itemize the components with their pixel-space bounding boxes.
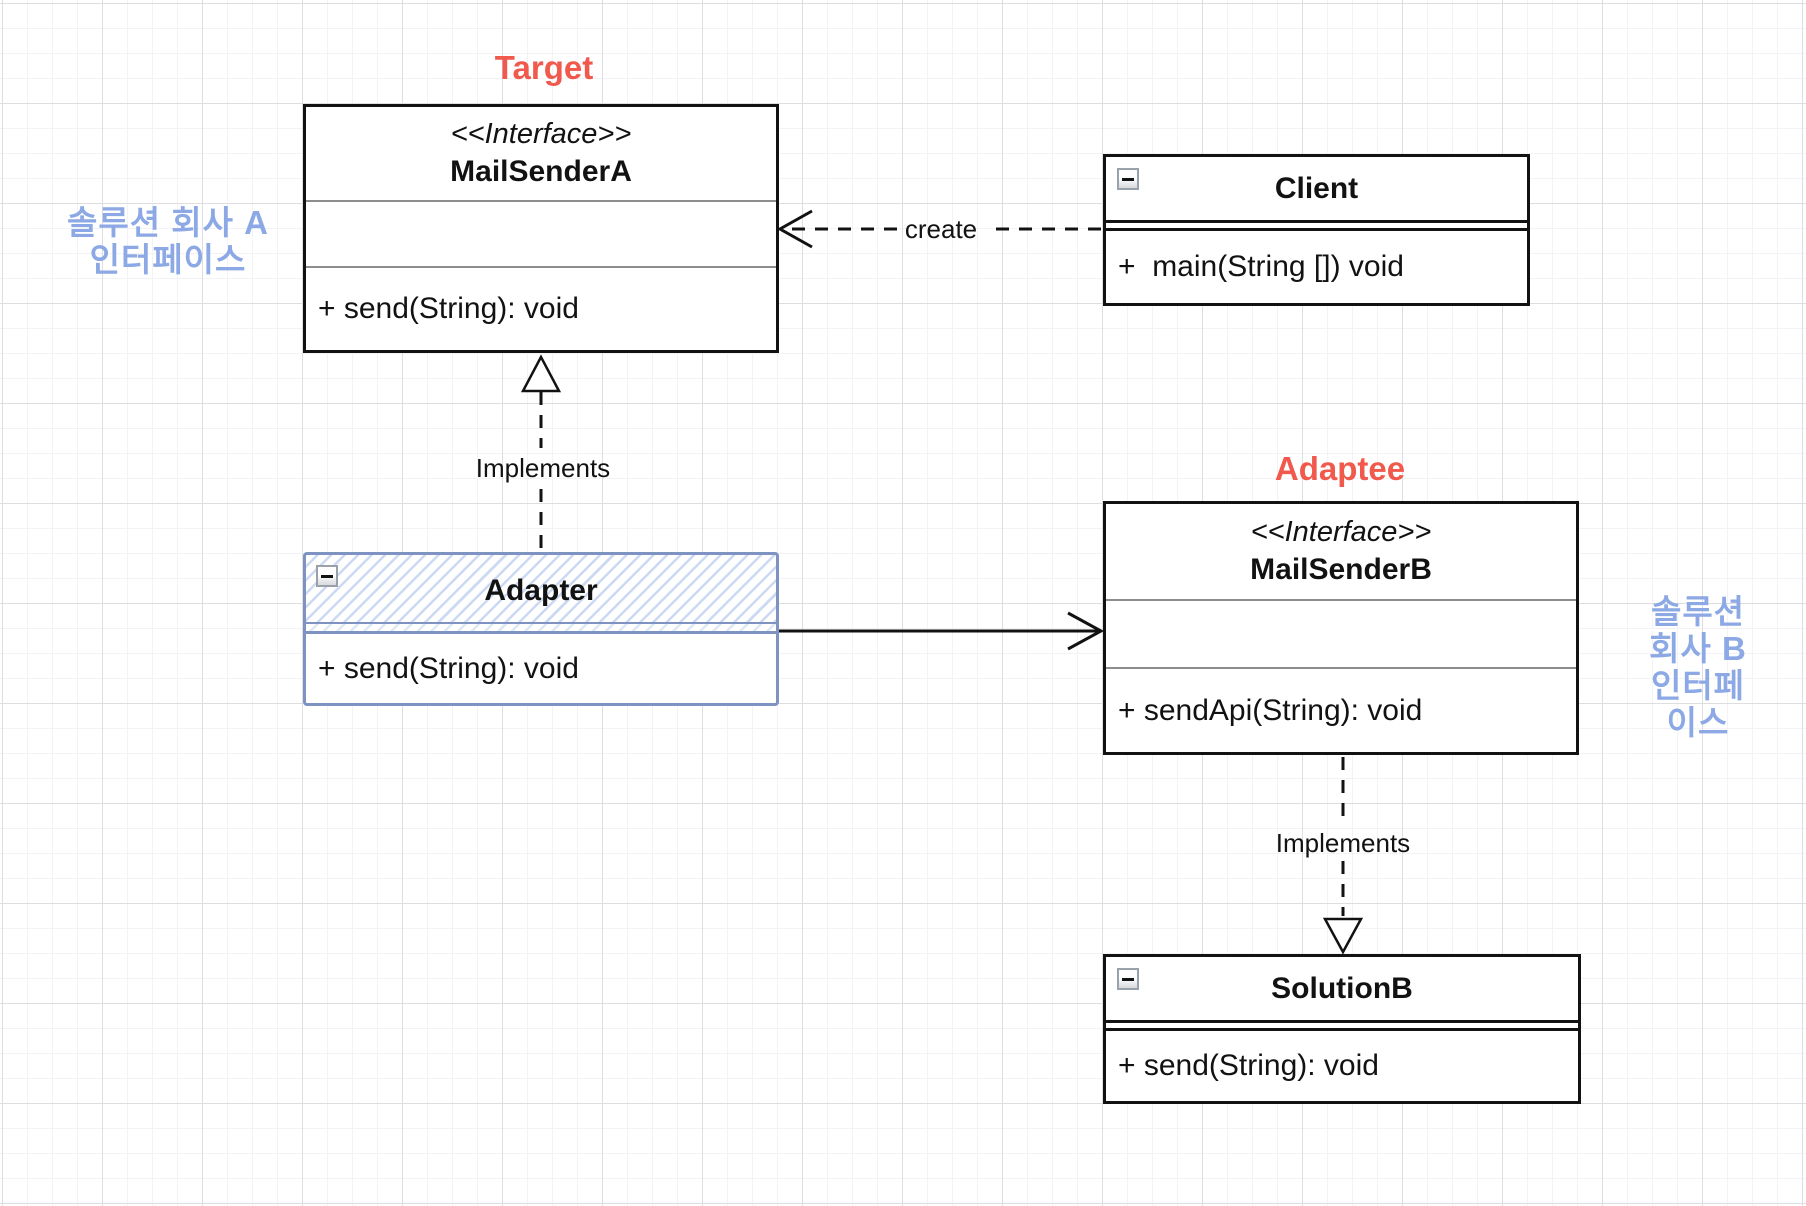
client-header: Client xyxy=(1106,157,1527,223)
adapter-to-mailsenderb-edge[interactable] xyxy=(779,611,1105,651)
mailsendera-stereotype: <<Interface>> xyxy=(450,118,632,150)
solutionb-header: SolutionB xyxy=(1106,957,1578,1023)
class-box-mailsendera[interactable]: <<Interface>> MailSenderA + send(String)… xyxy=(303,104,779,353)
note-solution-b: 솔루션 회사 B 인터페이스 xyxy=(1644,593,1752,741)
class-box-mailsenderb[interactable]: <<Interface>> MailSenderB + sendApi(Stri… xyxy=(1103,501,1579,755)
solutionb-name: SolutionB xyxy=(1271,971,1413,1005)
mailsenderb-name: MailSenderB xyxy=(1250,553,1432,586)
adapter-method: + send(String): void xyxy=(318,651,579,685)
note-solution-a-line2: 인터페이스 xyxy=(89,241,247,278)
solutionb-double-rule xyxy=(1106,1023,1578,1031)
minus-icon[interactable] xyxy=(1117,968,1139,990)
target-label: Target xyxy=(494,49,594,86)
client-name: Client xyxy=(1274,171,1359,205)
mailsendera-title-section: <<Interface>> MailSenderA xyxy=(306,107,776,202)
mailsenderb-stereotype: <<Interface>> xyxy=(1250,516,1432,548)
mailsenderb-title-section: <<Interface>> MailSenderB xyxy=(1106,504,1576,601)
class-box-adapter[interactable]: Adapter + send(String): void xyxy=(303,552,779,706)
minus-icon[interactable] xyxy=(316,565,338,587)
adapter-name: Adapter xyxy=(484,573,598,607)
mailsendera-method: + send(String): void xyxy=(318,292,579,325)
note-solution-a: 솔루션 회사 A 인터페이스 xyxy=(67,204,269,278)
class-box-client[interactable]: Client + main(String []) void xyxy=(1103,154,1530,306)
implements-b-label: Implements xyxy=(1275,828,1411,858)
mailsendera-name: MailSenderA xyxy=(450,155,632,188)
implements-a-label: Implements xyxy=(475,453,611,483)
class-box-solutionb[interactable]: SolutionB + send(String): void xyxy=(1103,954,1581,1104)
adapter-header: Adapter xyxy=(306,555,776,624)
client-double-rule xyxy=(1106,223,1527,231)
implements-b-edge[interactable] xyxy=(1322,757,1364,955)
client-method: + main(String []) void xyxy=(1118,250,1404,283)
note-solution-b-line2: 인터페이스 xyxy=(1650,667,1746,741)
note-solution-b-line1: 솔루션 회사 B xyxy=(1649,593,1747,667)
solutionb-method: + send(String): void xyxy=(1118,1049,1379,1082)
mailsenderb-method: + sendApi(String): void xyxy=(1118,693,1423,727)
note-solution-a-line1: 솔루션 회사 A xyxy=(67,204,269,241)
mailsendera-fields-section xyxy=(306,202,776,268)
minus-icon-bar xyxy=(321,574,333,578)
adaptee-label: Adaptee xyxy=(1274,450,1406,487)
minus-icon-bar xyxy=(1122,177,1134,181)
minus-icon-bar xyxy=(1122,977,1134,981)
mailsenderb-fields-section xyxy=(1106,601,1576,669)
minus-icon[interactable] xyxy=(1117,168,1139,190)
create-edge[interactable] xyxy=(776,209,1101,249)
create-edge-label: create xyxy=(904,214,978,244)
adapter-double-rule xyxy=(306,624,776,634)
implements-a-edge[interactable] xyxy=(520,354,562,550)
